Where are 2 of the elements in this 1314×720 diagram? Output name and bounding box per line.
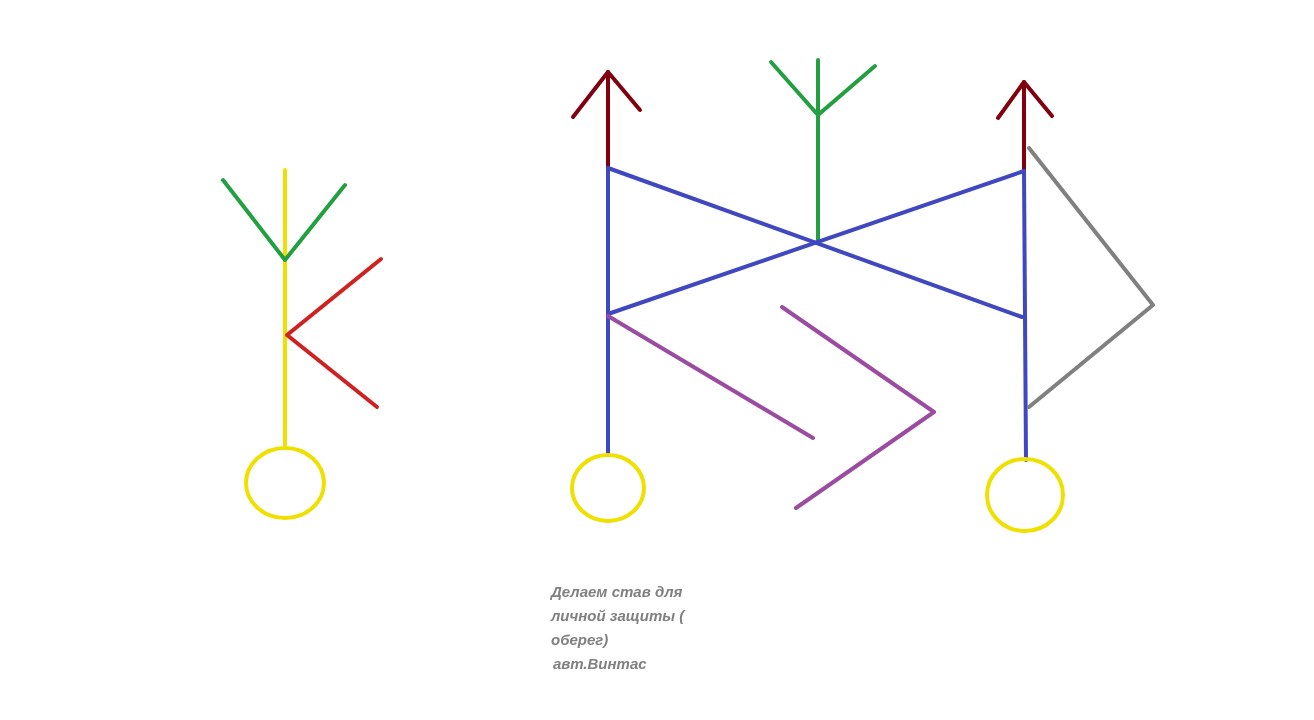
note-text: авт.Винтас (553, 654, 647, 674)
note-text: Делаем став для личной защиты ( оберег) (551, 582, 687, 650)
